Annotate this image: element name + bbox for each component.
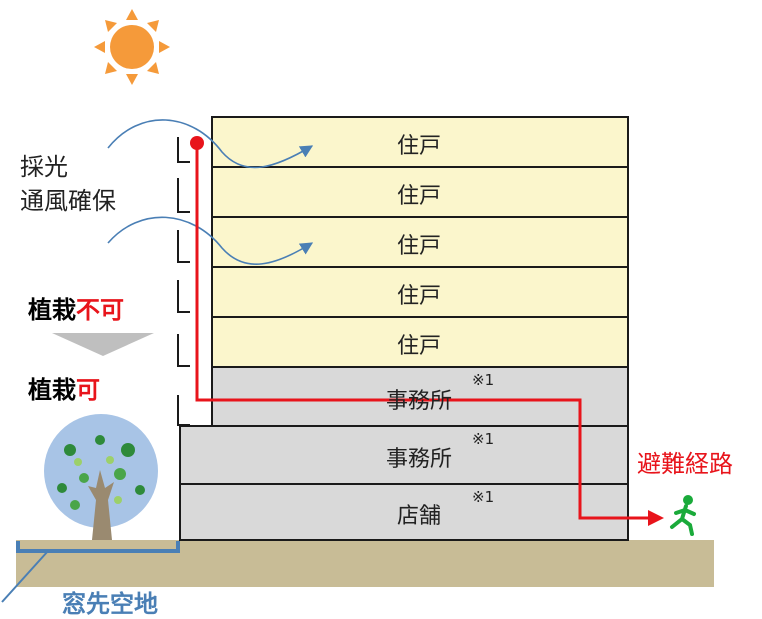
floor-label: 住戸 — [396, 334, 441, 359]
floor-8-commercial — [179, 483, 629, 541]
evacuation-start-point — [190, 136, 204, 150]
floor-1-residence — [211, 116, 629, 168]
daylight-arrow-upper — [107, 119, 314, 169]
tree-icon — [44, 414, 158, 540]
floor-7-commercial — [179, 425, 629, 485]
daylight-label-line2: 通風確保 — [20, 187, 116, 215]
floor-label: 住戸 — [396, 284, 441, 309]
floor-label: 店舗 — [396, 504, 441, 529]
floor-note: ※1 — [472, 430, 495, 448]
floor-label: 住戸 — [396, 234, 441, 259]
planting-ok-prefix: 植栽 — [28, 376, 76, 404]
floor-label: 事務所 — [385, 388, 452, 414]
open-space-leader — [1, 550, 49, 603]
running-person-icon — [670, 495, 696, 536]
sun-icon — [94, 9, 170, 85]
balcony-bracket — [177, 395, 190, 426]
floor-2-residence — [211, 166, 629, 218]
balcony-bracket — [177, 178, 190, 213]
floor-label: 住戸 — [396, 134, 441, 159]
planting-allowed-label: 植栽可 — [28, 370, 100, 405]
planting-ok-suffix: 可 — [76, 376, 100, 404]
floor-label: 住戸 — [396, 184, 441, 209]
floor-6-commercial — [211, 366, 629, 427]
balcony-bracket — [177, 334, 190, 367]
chevron-down-icon — [52, 333, 154, 356]
daylight-arrow-lower — [107, 216, 314, 265]
balcony-bracket — [177, 280, 190, 313]
daylight-label-line1: 採光 — [20, 153, 68, 181]
planting-not-suffix: 不可 — [76, 296, 124, 324]
floor-label: 事務所 — [385, 447, 452, 472]
planting-not-prefix: 植栽 — [28, 296, 76, 324]
floor-note: ※1 — [472, 371, 495, 389]
planting-not-allowed-label: 植栽不可 — [28, 290, 124, 325]
balcony-bracket — [177, 137, 190, 163]
balcony-bracket — [177, 230, 190, 263]
ground — [16, 540, 714, 587]
evacuation-route-line — [195, 143, 650, 520]
floor-note: ※1 — [472, 488, 495, 506]
evacuation-arrowhead — [648, 510, 664, 526]
evacuation-route-label: 避難経路 — [637, 450, 733, 478]
open-space-bracket — [16, 541, 180, 553]
floor-5-residence — [211, 316, 629, 368]
window-open-space-label: 窓先空地 — [62, 590, 158, 618]
floor-4-residence — [211, 266, 629, 318]
